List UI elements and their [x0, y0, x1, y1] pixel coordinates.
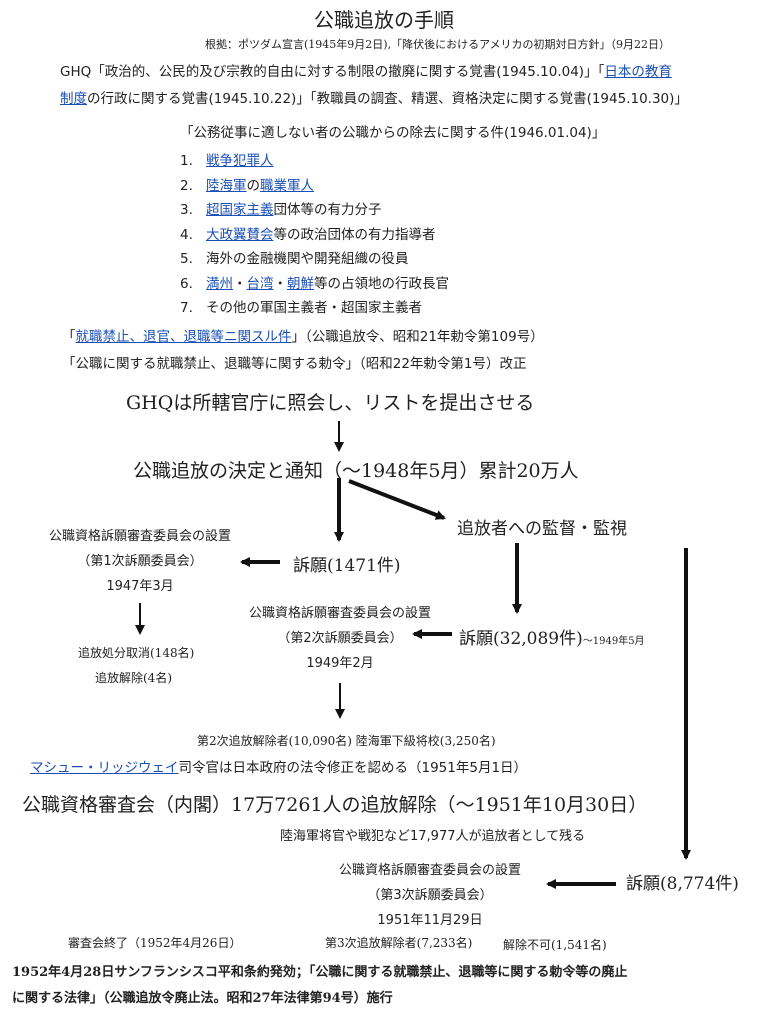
- purge-order-title: 「公務従事に適しない者の公職からの除去に関する件(1946.01.04)」: [180, 125, 606, 141]
- purge-category-6-link-4[interactable]: 朝鮮: [287, 275, 314, 292]
- second-release: 第2次追放解除者(10,090名) 陸海軍下級将校(3,250名): [197, 734, 496, 748]
- purge-category-number: 7.: [180, 300, 193, 316]
- purge-category-item: 4. 大政翼賛会等の政治団体の有力指導者: [180, 223, 449, 248]
- ridgway-note: マシュー・リッジウェイ司令官は日本政府の法令修正を認める（1951年5月1日）: [30, 755, 527, 782]
- final-line-2: に関する法律」（公職追放令廃止法。昭和27年法律第94号）施行: [12, 991, 393, 1006]
- purge-category-6-text-5: 等の占領地の行政長官: [314, 275, 449, 292]
- purge-category-4-text-1: 等の政治団体の有力指導者: [273, 226, 436, 243]
- purge-category-6-link-0[interactable]: 満州: [206, 275, 233, 292]
- committee-1-date: 1947年3月: [106, 579, 174, 594]
- purge-category-item: 3. 超国家主義団体等の有力分子: [180, 198, 449, 223]
- purge-category-2-link-0[interactable]: 陸海軍: [206, 177, 247, 194]
- purge-category-2-text-1: の: [246, 177, 261, 194]
- memo-line-2-link-0[interactable]: 制度: [60, 91, 87, 107]
- basis-note: 根拠：ポツダム宣言(1945年9月2日),「降伏後におけるアメリカの初期対日方針…: [205, 38, 671, 51]
- ghq-list-request: GHQは所轄官庁に照会し、リストを提出させる: [126, 392, 535, 414]
- purge-category-7-text-0: その他の軍国主義者・超国家主義者: [206, 300, 422, 316]
- purge-category-item: 2. 陸海軍の職業軍人: [180, 174, 449, 199]
- committee-1: 公職資格訴願審査委員会の設置 （第1次訴願委員会） 1947年3月: [15, 524, 265, 599]
- purge-category-number: 1.: [180, 153, 193, 169]
- surveillance-box: 追放者への監督・監視: [457, 519, 627, 539]
- purge-category-3-text-1: 団体等の有力分子: [273, 202, 382, 218]
- purge-category-4-link-0[interactable]: 大政翼賛会: [206, 226, 274, 243]
- committee-1-name: 公職資格訴願審査委員会の設置: [48, 529, 231, 544]
- purge-category-number: 2.: [180, 177, 193, 194]
- result-1-release: 追放解除(4名): [95, 671, 172, 685]
- purge-category-5-text-0: 海外の金融機関や開発組織の役員: [206, 251, 409, 267]
- diagram-title: 公職追放の手順: [314, 8, 454, 32]
- purge-category-item: 1. 戦争犯罪人: [180, 149, 449, 174]
- petition-2-count: 訴願(32,089件): [459, 629, 583, 649]
- purge-category-number: 3.: [180, 202, 193, 218]
- edict-109-text-2: 」（公職追放令、昭和21年勅令第109号）: [291, 329, 544, 345]
- result-1-cancel: 追放処分取消(148名): [78, 646, 195, 660]
- arrow-decision-to-surveillance: [348, 479, 446, 520]
- committee-2-name: 公職資格訴願審査委員会の設置: [248, 606, 431, 621]
- committee-3-label: （第3次訴願委員会）: [367, 888, 493, 903]
- petition-2: 訴願(32,089件)〜1949年5月: [459, 624, 645, 649]
- final-line-1: 1952年4月28日サンフランシスコ平和条約発効；「公職に関する就職禁止、退職等…: [12, 965, 628, 980]
- purge-category-3-link-0[interactable]: 超国家主義: [206, 202, 274, 218]
- purge-category-item: 5. 海外の金融機関や開発組織の役員: [180, 247, 449, 272]
- ridgway-note-text-1: 司令官は日本政府の法令修正を認める（1951年5月1日）: [178, 760, 528, 776]
- edict-109-text-0: 「: [62, 329, 76, 345]
- purge-category-item: 6.満州・台湾・朝鮮等の占領地の行政長官: [180, 272, 449, 297]
- third-release: 第3次追放解除者(7,233名): [325, 936, 473, 950]
- committee-2: 公職資格訴願審査委員会の設置 （第2次訴願委員会） 1949年2月: [215, 601, 465, 676]
- committee-3: 公職資格訴願審査委員会の設置 （第3次訴願委員会） 1951年11月29日: [305, 858, 555, 933]
- edict-amendment: 「公職に関する就職禁止、退職等に関する勅令」（昭和22年勅令第1号）改正: [62, 356, 527, 372]
- review-end: 審査会終了（1952年4月26日）: [68, 936, 242, 950]
- memo-line-1-link-1[interactable]: 日本の教育: [604, 64, 672, 80]
- purge-decision: 公職追放の決定と通知（〜1948年5月）累計20万人: [133, 460, 579, 482]
- petition-3: 訴願(8,774件): [626, 874, 739, 894]
- purge-category-6-text-3: ・: [273, 275, 288, 292]
- purge-category-2-link-2[interactable]: 職業軍人: [260, 177, 314, 194]
- petition-2-period: 〜1949年5月: [582, 636, 645, 647]
- purge-category-number: 6.: [180, 275, 193, 292]
- purge-category-number: 4.: [180, 226, 193, 243]
- memo-line-1-text-0: GHQ「政治的、公民的及び宗教的自由に対する制限の撤廃に関する覚書(1945.1…: [60, 64, 605, 80]
- purge-category-number: 5.: [180, 251, 193, 267]
- committee-2-label: （第2次訴願委員会）: [277, 631, 403, 646]
- committee-1-label: （第1次訴願委員会）: [77, 554, 203, 569]
- memo-line-2-text-1: の行政に関する覚書(1945.10.22)」「教職員の調査、精選、資格決定に関す…: [87, 91, 688, 107]
- purge-category-item: 7. その他の軍国主義者・超国家主義者: [180, 296, 449, 321]
- cabinet-release: 公職資格審査会（内閣）17万7261人の追放解除（〜1951年10月30日）: [22, 794, 648, 816]
- committee-2-date: 1949年2月: [306, 656, 374, 671]
- memo-line-1: GHQ「政治的、公民的及び宗教的自由に対する制限の撤廃に関する覚書(1945.1…: [60, 59, 672, 86]
- not-released: 解除不可(1,541名): [503, 938, 607, 952]
- purge-category-1-link-0[interactable]: 戦争犯罪人: [206, 153, 274, 169]
- ridgway-note-link-0[interactable]: マシュー・リッジウェイ: [30, 760, 179, 776]
- memo-line-2: 制度の行政に関する覚書(1945.10.22)」「教職員の調査、精選、資格決定に…: [60, 86, 688, 113]
- purge-category-6-link-2[interactable]: 台湾: [246, 275, 274, 292]
- remaining-purgees: 陸海軍将官や戦犯など17,977人が追放者として残る: [280, 829, 586, 844]
- edict-109-link-1[interactable]: 就職禁止、退官、退職等ニ関スル件: [75, 329, 292, 345]
- petition-1: 訴願(1471件): [293, 556, 401, 576]
- purge-category-6-text-1: ・: [233, 275, 247, 292]
- committee-3-date: 1951年11月29日: [377, 913, 483, 928]
- committee-3-name: 公職資格訴願審査委員会の設置: [338, 863, 521, 878]
- edict-109: 「就職禁止、退官、退職等ニ関スル件」（公職追放令、昭和21年勅令第109号）: [62, 324, 544, 351]
